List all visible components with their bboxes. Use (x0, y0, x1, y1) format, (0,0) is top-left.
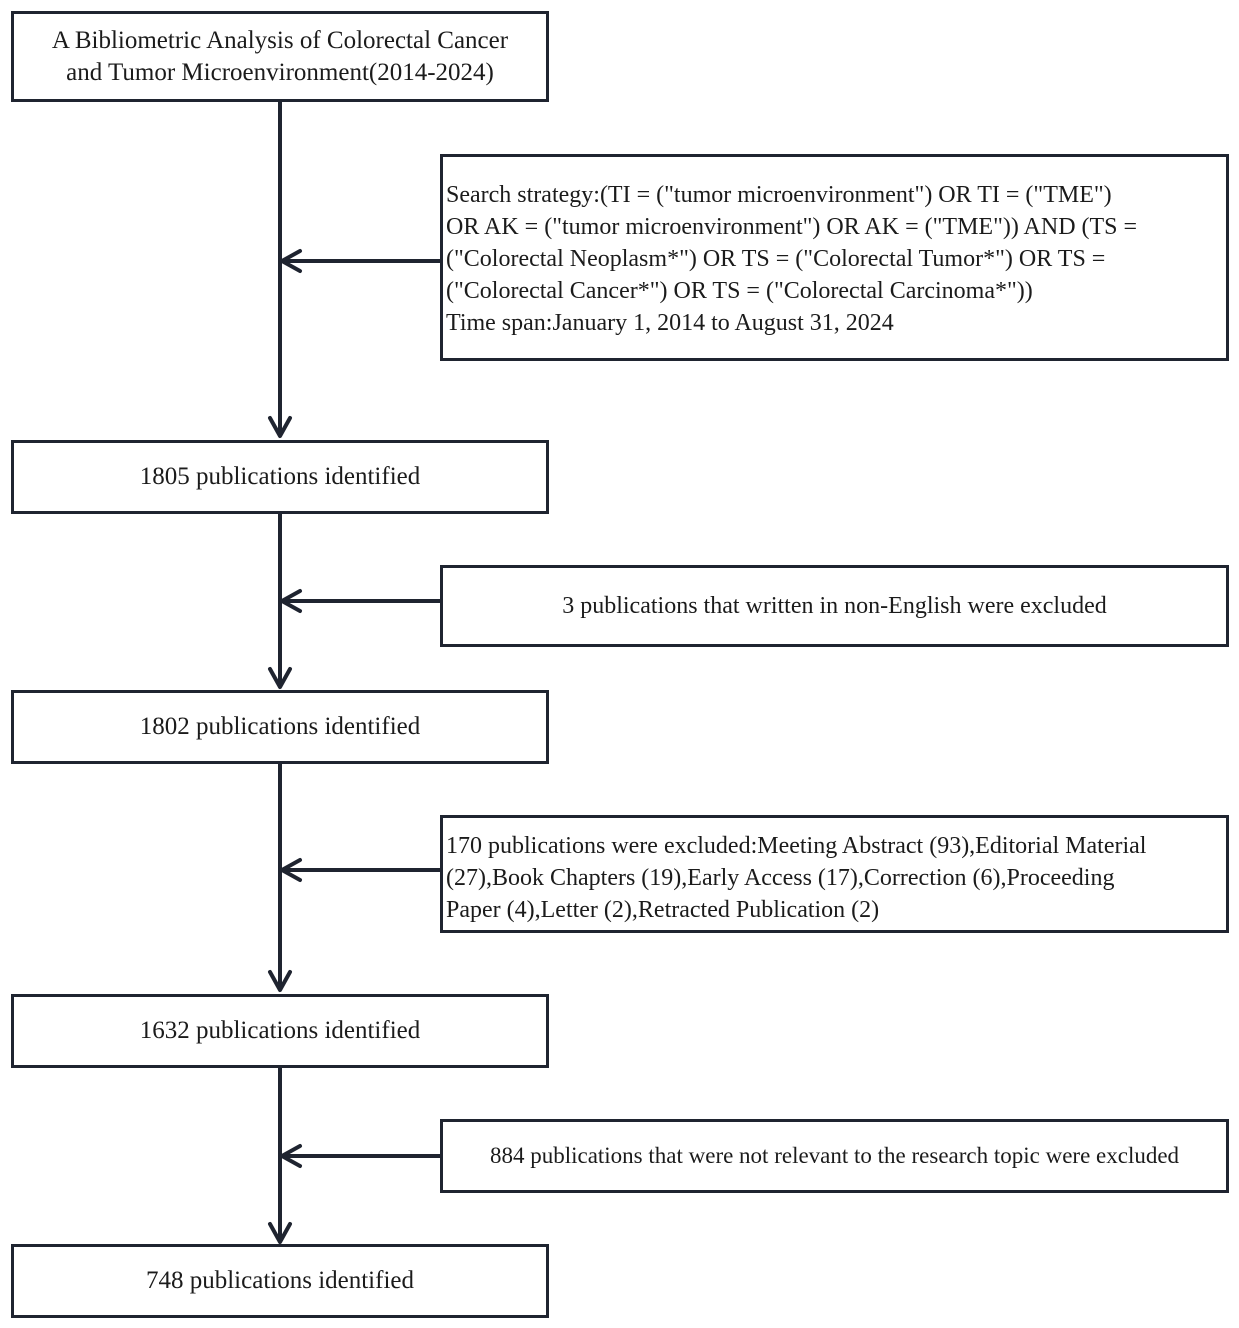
doc-type-line-3: Paper (4),Letter (2),Retracted Publicati… (446, 897, 880, 923)
search-strategy-box: Search strategy:(TI = ("tumor microenvir… (440, 154, 1229, 361)
title-line-2: and Tumor Microenvironment(2014-2024) (66, 58, 494, 86)
time-span-line: Time span:January 1, 2014 to August 31, … (446, 310, 894, 336)
language-exclusion-box: 3 publications that written in non-Engli… (440, 565, 1229, 647)
step-box-748: 748 publications identified (11, 1244, 549, 1318)
flow-arrowhead-1 (268, 416, 292, 438)
title-line-1: A Bibliometric Analysis of Colorectal Ca… (51, 26, 509, 54)
doc-type-exclusion-box: 170 publications were excluded:Meeting A… (440, 815, 1229, 933)
exclusion-arrowhead-3 (280, 858, 302, 882)
step-box-1632: 1632 publications identified (11, 994, 549, 1068)
search-strategy-line-1: Search strategy:(TI = ("tumor microenvir… (446, 182, 1112, 208)
search-strategy-line-4: ("Colorectal Cancer*") OR TS = ("Colorec… (446, 278, 1033, 304)
step-label-1805: 1805 publications identified (139, 463, 421, 490)
search-strategy-line-2: OR AK = ("tumor microenvironment") OR AK… (446, 214, 1138, 240)
flow-arrowhead-2 (268, 667, 292, 689)
flow-arrowhead-3 (268, 970, 292, 992)
relevance-exclusion-text: 884 publications that were not relevant … (489, 1143, 1180, 1168)
step-label-748: 748 publications identified (145, 1267, 414, 1294)
step-label-1632: 1632 publications identified (139, 1017, 421, 1044)
doc-type-line-1: 170 publications were excluded:Meeting A… (446, 833, 1147, 859)
relevance-exclusion-box: 884 publications that were not relevant … (440, 1119, 1229, 1193)
exclusion-arrowhead-1 (280, 249, 302, 273)
flow-arrowhead-4 (268, 1222, 292, 1244)
exclusion-arrowhead-2 (280, 589, 302, 613)
exclusion-arrowhead-4 (280, 1144, 302, 1168)
step-box-1802: 1802 publications identified (11, 690, 549, 764)
step-box-1805: 1805 publications identified (11, 440, 549, 514)
doc-type-line-2: (27),Book Chapters (19),Early Access (17… (446, 865, 1115, 891)
search-strategy-line-3: ("Colorectal Neoplasm*") OR TS = ("Color… (446, 246, 1106, 272)
language-exclusion-text: 3 publications that written in non-Engli… (562, 593, 1107, 619)
step-label-1802: 1802 publications identified (139, 713, 421, 740)
title-box: A Bibliometric Analysis of Colorectal Ca… (11, 11, 549, 102)
